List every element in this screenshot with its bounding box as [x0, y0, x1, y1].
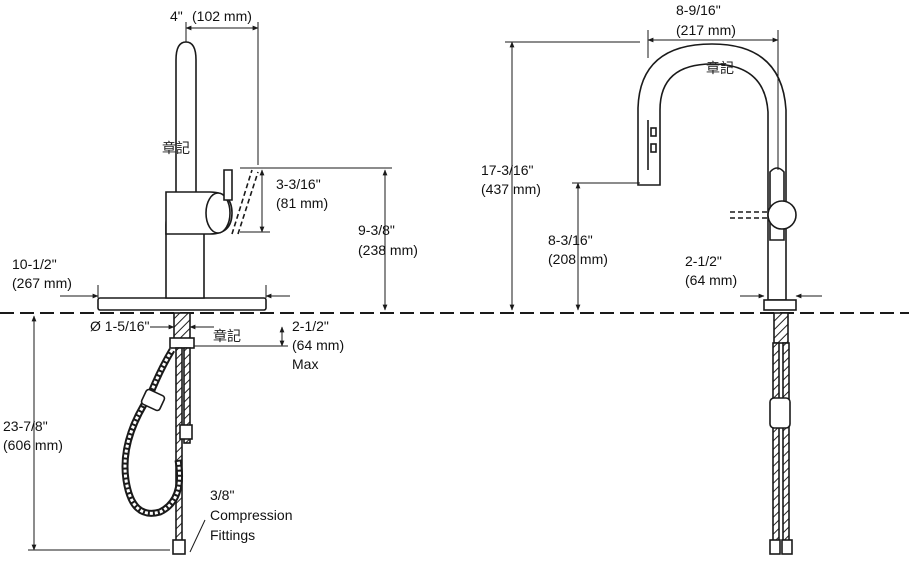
spray-button	[650, 127, 657, 137]
weight-clip	[179, 424, 193, 440]
handle-height-imperial: 3-3/16"	[276, 176, 321, 192]
hole-diameter-label: Ø 1-5/16"	[90, 318, 149, 334]
right-dimension-lines	[505, 30, 822, 311]
spout-clearance-metric: (208 mm)	[548, 251, 608, 267]
left-spout-reach-imperial: 4"	[170, 8, 183, 24]
front-fitting-nut-2	[781, 539, 793, 555]
escutcheon-width-metric: (267 mm)	[12, 275, 72, 291]
aerator-height-imperial: 9-3/8"	[358, 222, 395, 238]
right-spout-reach-imperial: 8-9/16"	[676, 2, 721, 18]
pulldown-hose	[121, 348, 183, 517]
deck-thickness-note: Max	[292, 356, 318, 372]
mount-nut	[169, 337, 195, 349]
fitting-nut	[172, 539, 186, 555]
handle-height-metric: (81 mm)	[276, 195, 328, 211]
fittings-line-1: 3/8"	[210, 487, 234, 503]
front-fitting-nut-1	[769, 539, 781, 555]
fittings-line-2: Compression	[210, 507, 292, 523]
escutcheon-plate	[97, 297, 267, 311]
base-width-imperial: 2-1/2"	[685, 253, 722, 269]
supply-line-2	[183, 347, 191, 444]
front-shank	[773, 312, 789, 344]
pulldown-hose-inner	[123, 349, 181, 515]
left-spout-reach-metric: (102 mm)	[192, 8, 252, 24]
left-faucet-side-view	[97, 41, 267, 555]
right-spout-reach-metric: (217 mm)	[676, 22, 736, 38]
deck-thickness-metric: (64 mm)	[292, 337, 344, 353]
handle-lever	[223, 169, 233, 201]
hose-length-imperial: 23-7/8"	[3, 418, 48, 434]
hose-weight	[140, 388, 166, 412]
handle-cap	[205, 192, 231, 234]
overall-height-metric: (437 mm)	[481, 181, 541, 197]
front-supply-line-1	[772, 342, 780, 549]
aerator-height-metric: (238 mm)	[358, 242, 418, 258]
right-faucet-front-view	[637, 43, 797, 555]
escutcheon-width-imperial: 10-1/2"	[12, 256, 57, 272]
handle-lever-dashed-2	[237, 171, 259, 235]
watermark-right: 章記	[706, 60, 734, 77]
hose-length-metric: (606 mm)	[3, 437, 63, 453]
front-handle-hub	[767, 200, 797, 230]
watermark-left-lower: 章記	[213, 328, 241, 345]
spray-button-2	[650, 143, 657, 153]
arched-spout	[637, 43, 787, 301]
deck-thickness-imperial: 2-1/2"	[292, 318, 329, 334]
faucet-body	[165, 41, 205, 299]
supply-line-1	[175, 347, 183, 554]
faucet-base	[763, 299, 797, 311]
left-dimension-lines	[28, 22, 392, 553]
handle-lever-dashed	[231, 169, 253, 235]
base-width-metric: (64 mm)	[685, 272, 737, 288]
spout-clearance-imperial: 8-3/16"	[548, 232, 593, 248]
front-supply-line-2	[782, 342, 790, 549]
front-weight-clip	[769, 397, 791, 429]
overall-height-imperial: 17-3/16"	[481, 162, 533, 178]
watermark-left-upper: 章記	[162, 140, 190, 157]
fittings-line-3: Fittings	[210, 527, 255, 543]
